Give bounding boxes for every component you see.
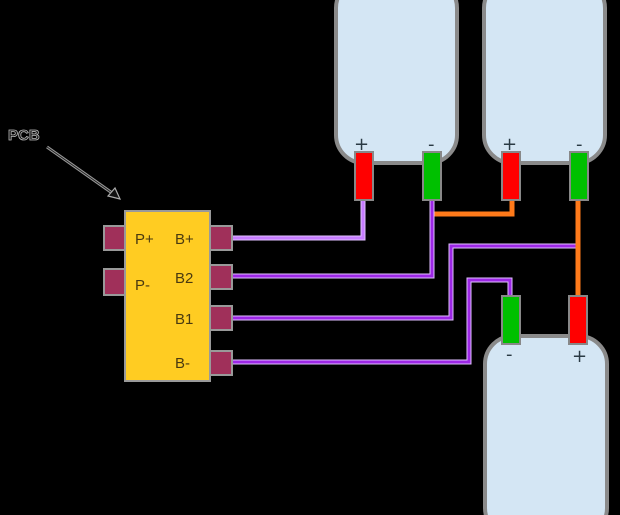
pcb-body [124,210,211,382]
cell-top-left-minus-label: - [428,134,435,155]
cell-bottom-right-body [483,334,609,515]
cell-bottom-right-plus-terminal [568,295,588,345]
cell-top-right-minus-label: - [576,134,583,155]
cell-top-left-plus-label: + [354,134,369,155]
pad-b2 [209,264,233,290]
cell-top-right-plus-terminal [501,151,521,201]
cell-top-right-minus-terminal [569,151,589,201]
pin-label-b2: B2 [175,270,193,287]
cell-bottom-right-minus-label: - [506,344,513,365]
pin-label-pminus: P- [135,277,150,294]
wire-b1 [232,243,578,321]
cell-top-right-body [482,0,607,165]
cell-top-left-plus-terminal [354,151,374,201]
cell-bottom-right-minus-terminal [501,295,521,345]
pin-label-bminus: B- [175,355,190,372]
pin-label-b1: B1 [175,311,193,328]
pin-label-pplus: P+ [135,231,154,248]
cell-top-left-minus-terminal [422,151,442,201]
wire-orange-1 [429,200,515,217]
cell-top-right-plus-label: + [502,134,517,155]
pad-pplus [103,225,127,251]
wire-bplus [232,200,366,241]
wires [232,200,581,365]
pad-pminus [103,268,127,296]
pad-bminus [209,350,233,376]
pcb: P+ P- B+ B2 B1 B- [103,210,233,382]
cell-top-left-body [334,0,459,165]
pcb-arrow [46,145,122,200]
pad-b1 [209,305,233,331]
pin-label-bplus: B+ [175,231,194,248]
cell-bottom-right-plus-label: + [572,346,587,367]
pcb-label: PCB [8,127,40,144]
pad-bplus [209,225,233,251]
